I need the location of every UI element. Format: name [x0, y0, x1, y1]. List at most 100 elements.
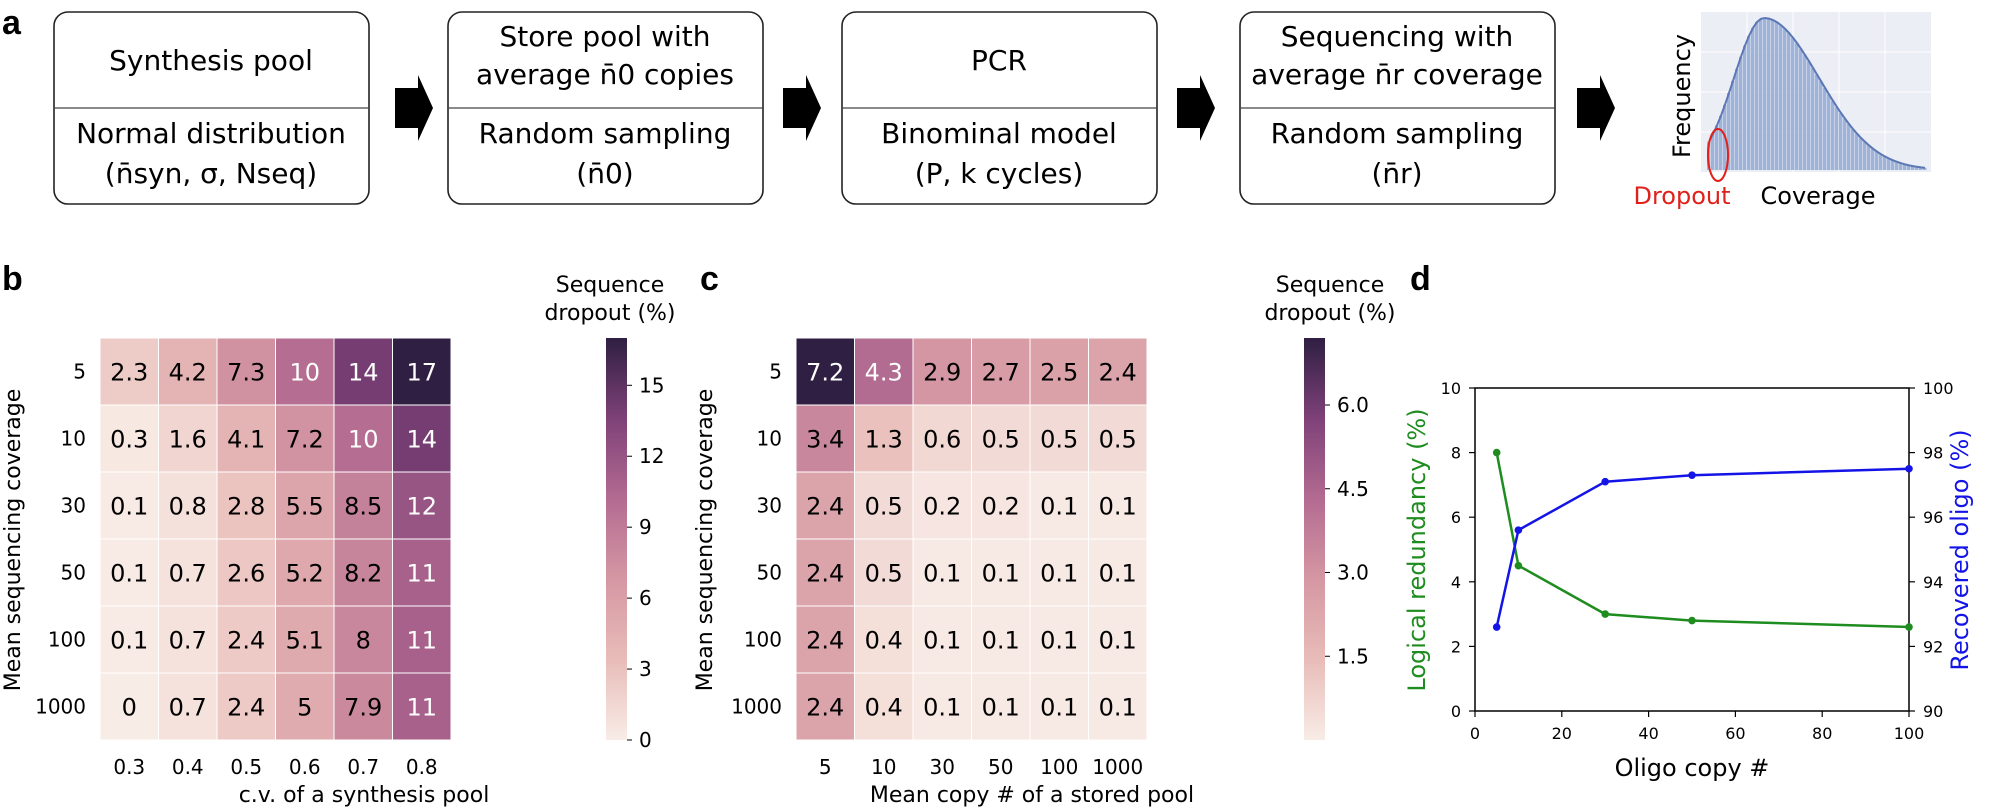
colorbar-tick-label: 3 [639, 657, 652, 681]
heatmap-y-tick-label: 30 [61, 494, 86, 518]
heatmap-cell-value: 2.4 [1099, 359, 1137, 387]
pipeline-box-synthesis: Synthesis pool Normal distribution (n̄sy… [53, 11, 370, 205]
heatmap-y-tick-label: 50 [61, 561, 86, 585]
heatmap-cell-value: 0.2 [982, 493, 1020, 521]
heatmap-cell-value: 2.4 [806, 627, 844, 655]
histogram-bar [1851, 128, 1855, 170]
heatmap-cell [912, 337, 972, 406]
heatmap-cell-value: 2.4 [227, 694, 265, 722]
histogram-bar [1735, 68, 1739, 170]
histogram-bar [1755, 22, 1759, 170]
heatmap-cell-value: 5.1 [286, 627, 324, 655]
heatmap-cell-value: 10 [348, 426, 379, 454]
x-tick-label: 0 [1470, 724, 1480, 743]
heatmap-cell-value: 0.1 [923, 627, 961, 655]
histogram-bar [1895, 161, 1899, 170]
histogram-bar [1711, 134, 1715, 170]
heatmap-cell-value: 0.1 [1040, 560, 1078, 588]
heatmap-x-tick-label: 0.4 [172, 755, 204, 779]
box1-bottom-line2: (n̄syn, σ, Nseq) [105, 157, 317, 190]
histogram-bar [1835, 107, 1839, 170]
y-left-tick-label: 10 [1441, 379, 1461, 398]
data-point [1688, 616, 1696, 625]
colorbar-b [606, 338, 627, 740]
recovered-oligo-line [1495, 467, 1910, 628]
heatmap-cell [795, 538, 855, 607]
histogram-bar [1875, 151, 1879, 170]
histogram-bar [1715, 125, 1719, 170]
heatmap-cell-value: 0.5 [1099, 426, 1137, 454]
heatmap-y-tick-label: 50 [757, 561, 782, 585]
y-right-tick-label: 96 [1923, 508, 1943, 527]
heatmap-cell-value: 0.4 [865, 694, 903, 722]
heatmap-cell-value: 0.8 [169, 493, 207, 521]
x-tick-label: 60 [1725, 724, 1745, 743]
heatmap-y-tick-label: 100 [48, 628, 86, 652]
colorbar-tick-label: 3.0 [1337, 561, 1369, 585]
heatmap-cell-value: 1.6 [169, 426, 207, 454]
heatmap-cell-value: 14 [406, 426, 437, 454]
heatmap-cell-value: 0.1 [1099, 627, 1137, 655]
heatmap-cell-value: 2.4 [806, 560, 844, 588]
box2-top-line2: average n̄0 copies [476, 58, 734, 91]
dropout-label: Dropout [1633, 182, 1730, 210]
heatmap-cell [392, 471, 452, 540]
box3-bottom-line2: (P, k cycles) [915, 157, 1084, 190]
heatmap-y-tick-label: 1000 [35, 695, 86, 719]
heatmap-cell [392, 672, 452, 741]
y-left-tick-label: 8 [1451, 444, 1461, 463]
heatmap-cell-value: 2.8 [227, 493, 265, 521]
y-right-tick-label: 100 [1923, 379, 1954, 398]
pipeline-box-pcr: PCR Binominal model (P, k cycles) [841, 11, 1158, 205]
histogram-bar [1907, 165, 1911, 170]
x-tick-label: 20 [1552, 724, 1572, 743]
heatmap-cell [216, 538, 276, 607]
heatmap-cell [99, 605, 159, 674]
heatmap-cell-value: 2.6 [227, 560, 265, 588]
heatmap-x-tick-label: 0.7 [347, 755, 379, 779]
heatmap-cell-value: 0.1 [1099, 560, 1137, 588]
heatmap-cell [795, 605, 855, 674]
histogram-bar [1867, 145, 1871, 170]
panel-label-c: c [700, 260, 719, 298]
histogram-bar [1779, 25, 1783, 171]
colorbar-tick-label: 0 [639, 728, 652, 752]
histogram-bar [1751, 27, 1755, 171]
heatmap-cell [854, 672, 914, 741]
heatmap-cell-value: 2.4 [806, 694, 844, 722]
data-point [1492, 623, 1501, 631]
box1-top-label: Synthesis pool [109, 44, 313, 77]
heatmap-cell-value: 0.1 [1099, 694, 1137, 722]
x-tick-label: 100 [1894, 724, 1925, 743]
histogram-bar [1815, 74, 1819, 170]
line-chart-series [1492, 448, 1913, 631]
heatmap-cell [158, 672, 218, 741]
panel-label-b: b [2, 260, 23, 298]
heatmap-cell-value: 0.5 [865, 560, 903, 588]
heatmap-cell-value: 0.1 [923, 560, 961, 588]
box4-top-line1: Sequencing with [1281, 20, 1514, 53]
heatmap-cell [275, 337, 335, 406]
heatmap-x-tick-label: 10 [871, 755, 896, 779]
colorbar-c-title-line2: dropout (%) [1264, 301, 1395, 326]
histogram-bar [1759, 18, 1763, 170]
heatmap-c-xlabel: Mean copy # of a stored pool [870, 783, 1194, 808]
box3-bottom-line1: Binominal model [881, 117, 1117, 150]
heatmap-x-tick-label: 30 [930, 755, 955, 779]
heatmap-cell-value: 8.2 [344, 560, 382, 588]
histogram-bar [1719, 115, 1723, 170]
histogram-bar [1799, 48, 1803, 170]
y-left-tick-label: 2 [1451, 637, 1461, 656]
histogram-bar [1863, 141, 1867, 170]
heatmap-cell-value: 0.1 [1040, 493, 1078, 521]
heatmap-cell-value: 0.1 [110, 493, 148, 521]
histogram-bar [1887, 158, 1891, 170]
heatmap-cell [392, 404, 452, 473]
heatmap-cell [158, 337, 218, 406]
histogram-bar [1911, 166, 1915, 170]
heatmap-cell-value: 2.3 [110, 359, 148, 387]
heatmap-cell [1029, 337, 1089, 406]
heatmap-cell-value: 2.9 [923, 359, 961, 387]
